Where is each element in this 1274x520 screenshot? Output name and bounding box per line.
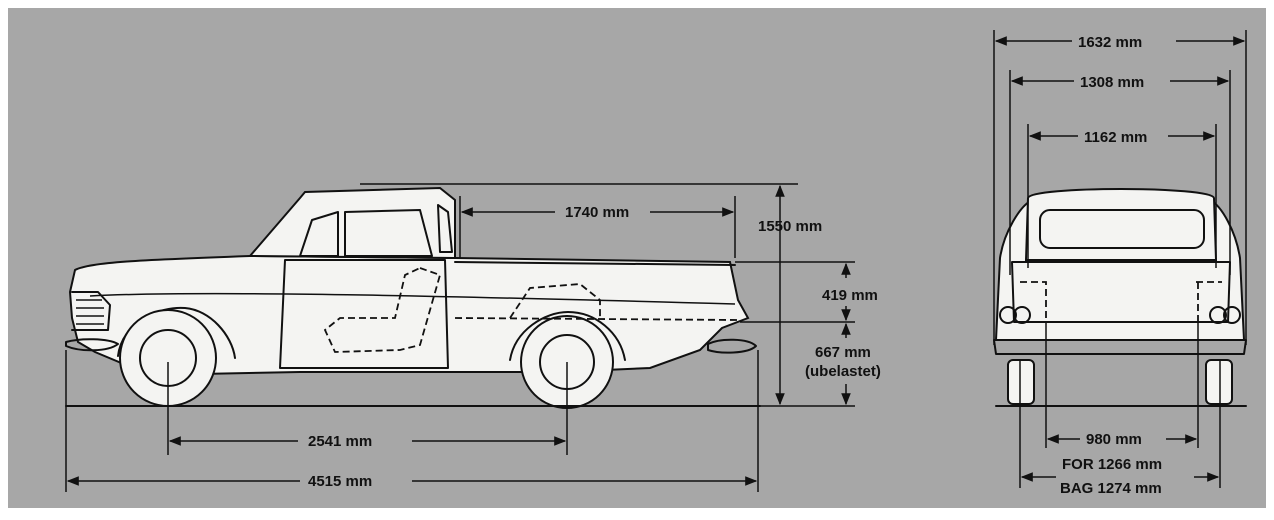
rear-view-car — [993, 188, 1247, 407]
overall-height-label: 1550 mm — [758, 218, 822, 235]
rear-track-label: BAG 1274 mm — [1060, 480, 1162, 497]
wheelbase-label: 2541 mm — [308, 433, 372, 450]
overall-length-label: 4515 mm — [308, 473, 372, 490]
cargo-bed-length-label: 1740 mm — [565, 204, 629, 221]
bed-floor-height-note: (ubelastet) — [805, 363, 881, 380]
side-view-dimension-lines — [65, 183, 855, 492]
wheelhouse-width-label: 980 mm — [1086, 431, 1142, 448]
front-track-label: FOR 1266 mm — [1062, 456, 1162, 473]
bed-inner-width-label: 1162 mm — [1084, 129, 1147, 146]
body-width-label: 1308 mm — [1080, 74, 1144, 91]
bed-side-height-label: 419 mm — [822, 287, 878, 304]
overall-width-label: 1632 mm — [1078, 34, 1142, 51]
bed-floor-height-label: 667 mm — [815, 344, 871, 361]
rear-view-dimension-lines — [993, 30, 1247, 488]
side-view-car — [65, 186, 761, 409]
